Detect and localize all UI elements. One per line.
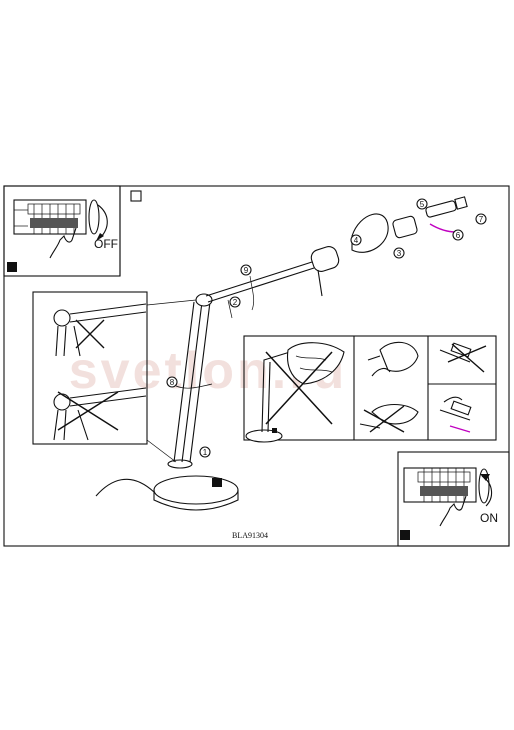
step-9-label: 9 bbox=[244, 266, 249, 275]
lower-arm bbox=[173, 301, 195, 463]
sheet-frame bbox=[3, 185, 510, 547]
breaker-box-on-icon bbox=[403, 467, 490, 504]
step-2-label: 2 bbox=[233, 298, 238, 307]
lamp-socket bbox=[392, 215, 418, 239]
head-holder bbox=[310, 246, 340, 272]
no-touch-warning bbox=[359, 341, 419, 433]
model-code: BLA91304 bbox=[232, 531, 268, 540]
switch-on-panel: ON bbox=[397, 451, 510, 547]
panel-b-marker bbox=[130, 190, 142, 202]
hand-on-icon bbox=[439, 495, 467, 527]
step-callouts: 1 2 3 4 5 6 7 8 9 bbox=[166, 198, 487, 458]
upper-arm bbox=[205, 261, 313, 297]
glove-pink-line bbox=[429, 223, 457, 233]
step-5-label: 5 bbox=[420, 200, 425, 209]
corner-marker-on-icon bbox=[400, 530, 410, 540]
step-4-label: 4 bbox=[354, 236, 359, 245]
switch-off-panel: OFF bbox=[3, 185, 121, 277]
step-3-label: 3 bbox=[397, 249, 402, 258]
lamp-base bbox=[153, 475, 239, 505]
joint-detail-panel bbox=[32, 291, 197, 463]
step-7-label: 7 bbox=[479, 215, 484, 224]
breaker-box-icon bbox=[13, 199, 100, 235]
step-6-label: 6 bbox=[456, 231, 461, 240]
lamp-shade bbox=[351, 213, 389, 253]
corner-marker-icon bbox=[7, 262, 17, 272]
bulb-handling-warning bbox=[439, 342, 487, 433]
on-label: ON bbox=[480, 511, 498, 525]
bulb bbox=[425, 200, 457, 218]
lamp-diagram: 1 2 3 4 5 6 7 8 9 bbox=[95, 196, 487, 511]
power-cable bbox=[95, 478, 155, 497]
no-cover-warning bbox=[245, 342, 345, 443]
rotate-arrow-icon bbox=[97, 204, 108, 239]
off-label: OFF bbox=[94, 237, 118, 251]
base-switch-icon bbox=[212, 478, 222, 487]
warning-panels bbox=[243, 335, 497, 443]
step-1-label: 1 bbox=[203, 448, 208, 457]
rotate-arrow-on-icon bbox=[481, 475, 493, 507]
hand-icon bbox=[49, 227, 77, 259]
step-8-label: 8 bbox=[170, 378, 175, 387]
